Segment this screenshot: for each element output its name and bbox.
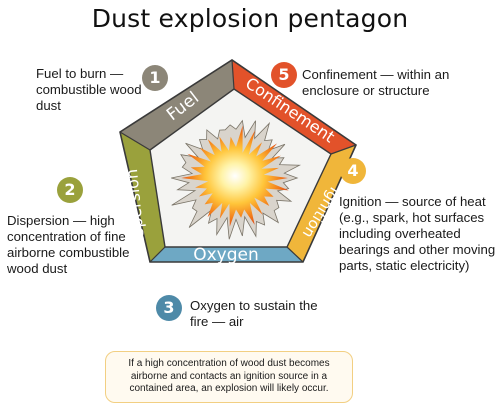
pentagon-inner-outline	[149, 88, 332, 248]
step-5-badge: 5	[271, 62, 297, 88]
ignition-description: Ignition — source of heat (e.g., spark, …	[339, 194, 496, 273]
step-1-badge: 1	[142, 65, 168, 91]
confinement-side	[232, 60, 356, 154]
explosion-burst-icon	[171, 119, 302, 240]
fuel-description: Fuel to burn — combustible wood dust	[36, 66, 142, 113]
ignition-side	[287, 145, 356, 262]
step-4-badge: 4	[340, 158, 366, 184]
dispersion-description: Dispersion — high concentration of fine …	[7, 213, 130, 276]
diagram-title: Dust explosion pentagon	[91, 4, 409, 33]
oxygen-description: Oxygen to sustain the fire — air	[190, 298, 318, 329]
oxygen-label: Oxygen	[193, 245, 259, 265]
confinement-description: Confinement — within an enclosure or str…	[302, 67, 450, 98]
oxygen-side	[150, 247, 303, 262]
pentagon-outline	[119, 59, 358, 263]
step-3-badge: 3	[156, 295, 182, 321]
fuel-side	[120, 60, 234, 150]
step-2-badge: 2	[57, 177, 83, 203]
dispersion-side	[120, 132, 165, 262]
explosion-note: If a high concentration of wood dust bec…	[105, 351, 353, 403]
